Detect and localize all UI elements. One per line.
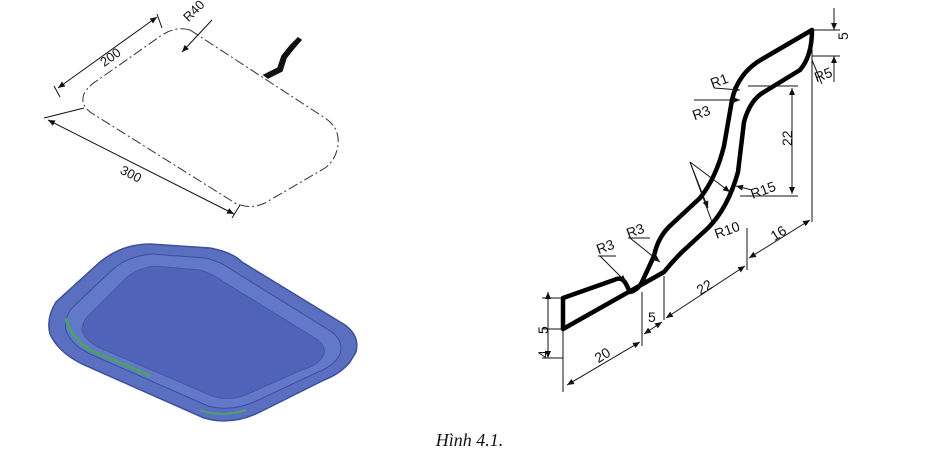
profile-outline	[560, 27, 815, 332]
dim-200-label: 200	[97, 45, 123, 70]
dim-r5: R5	[812, 64, 834, 85]
dim-radius-label: R40	[180, 0, 207, 24]
small-profile-shape	[262, 37, 303, 79]
dim-300-line	[47, 119, 235, 215]
dim-r3-a: R3	[594, 236, 616, 257]
dim-22-horizontal: 22	[694, 276, 716, 298]
dim-16: 16	[768, 222, 790, 244]
profile-drawing: R1 R3 R15 R10 R5 R3 R3 5 22 16 22 5 20 4…	[535, 8, 851, 392]
dim-300-label: 300	[118, 162, 144, 185]
radius-leader	[181, 19, 213, 53]
figure-caption: Hình 4.1.	[435, 430, 504, 450]
tray-rim-highlight	[64, 317, 151, 378]
dim-r1: R1	[708, 70, 730, 91]
dim-5-step: 5	[648, 309, 656, 325]
tray-sketch	[43, 13, 339, 219]
dim-r3-top: R3	[690, 102, 712, 123]
dim-200-line	[57, 16, 158, 89]
dim-5-left: 5	[535, 326, 551, 334]
dim-20: 20	[592, 344, 614, 366]
tray-floor	[81, 265, 325, 399]
dim-4: 4	[535, 350, 551, 358]
dim-r15: R15	[748, 178, 778, 202]
tray-3d-model	[48, 243, 358, 422]
dim-r3-b: R3	[624, 220, 646, 241]
dim-22-vertical: 22	[779, 130, 795, 146]
dim-5-top: 5	[835, 32, 851, 40]
